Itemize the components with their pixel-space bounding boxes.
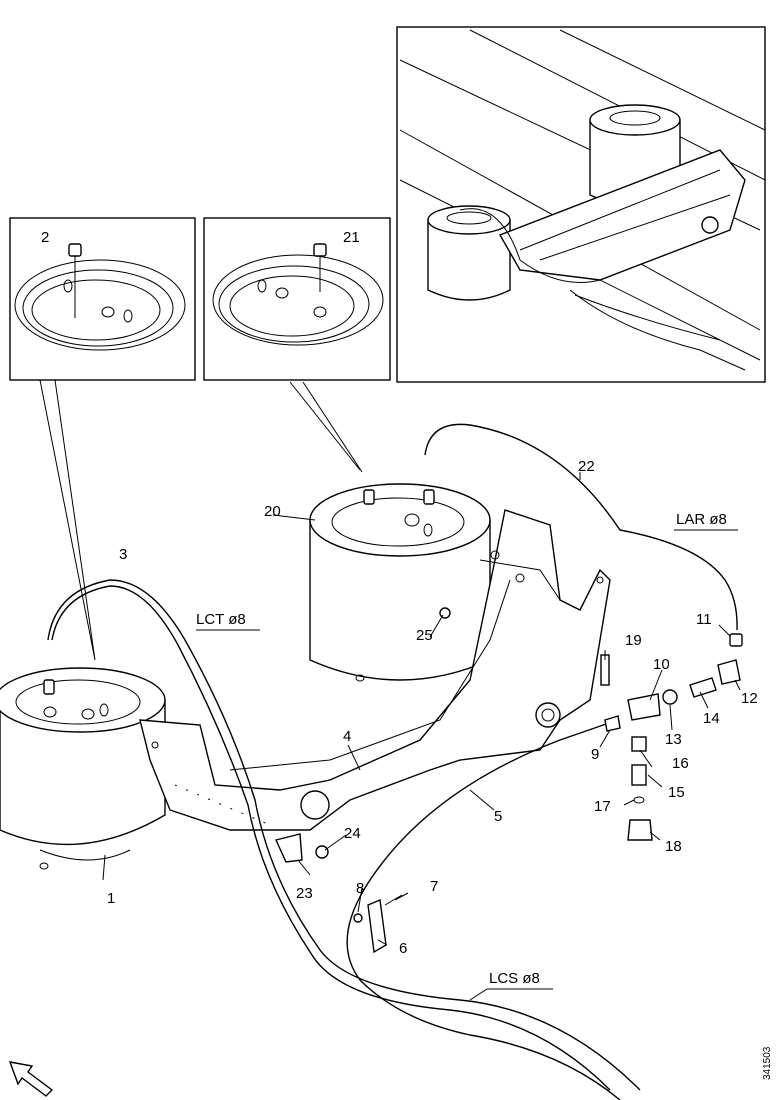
pipe-label-lcs: LCS ø8 (489, 970, 540, 987)
callout-22: 22 (578, 458, 595, 475)
callout-18: 18 (665, 838, 682, 855)
pipe-3 (47, 579, 641, 1091)
callout-19: 19 (625, 632, 642, 649)
detail-inset-fitting-2 (9, 217, 196, 381)
callout-24: 24 (344, 825, 361, 842)
callout-21: 21 (343, 229, 360, 246)
callout-20: 20 (264, 503, 281, 520)
callout-25: 25 (416, 627, 433, 644)
detail-inset-fitting-21 (203, 217, 391, 381)
rear-air-bellow (309, 483, 491, 682)
callout-2: 2 (41, 229, 49, 246)
callout-12: 12 (741, 690, 758, 707)
callout-1: 1 (107, 890, 115, 907)
callout-17: 17 (594, 798, 611, 815)
pipe-label-lar: LAR ø8 (676, 511, 727, 528)
forward-arrow-icon (8, 1061, 54, 1097)
pipe-lct (51, 585, 611, 1091)
callout-8: 8 (356, 880, 364, 897)
callout-7: 7 (430, 878, 438, 895)
callout-9: 9 (591, 746, 599, 763)
callout-6: 6 (399, 940, 407, 957)
callout-14: 14 (703, 710, 720, 727)
overview-inset (396, 26, 766, 383)
callout-5: 5 (494, 808, 502, 825)
left-air-bellow (0, 667, 166, 870)
callout-16: 16 (672, 755, 689, 772)
inset-21-pointer (289, 381, 363, 473)
callout-23: 23 (296, 885, 313, 902)
support-arm (139, 509, 611, 831)
inset-2-pointer (39, 379, 96, 661)
pipe-label-lct: LCT ø8 (196, 611, 246, 628)
callout-15: 15 (668, 784, 685, 801)
callout-10: 10 (653, 656, 670, 673)
callout-3: 3 (119, 546, 127, 563)
callout-13: 13 (665, 731, 682, 748)
callout-11: 11 (696, 611, 712, 628)
callout-4: 4 (343, 728, 351, 745)
pipe-5 (346, 721, 621, 1100)
valve-assembly (275, 607, 743, 954)
document-number: 341503 (762, 1046, 773, 1080)
pipe-lar (424, 423, 738, 631)
